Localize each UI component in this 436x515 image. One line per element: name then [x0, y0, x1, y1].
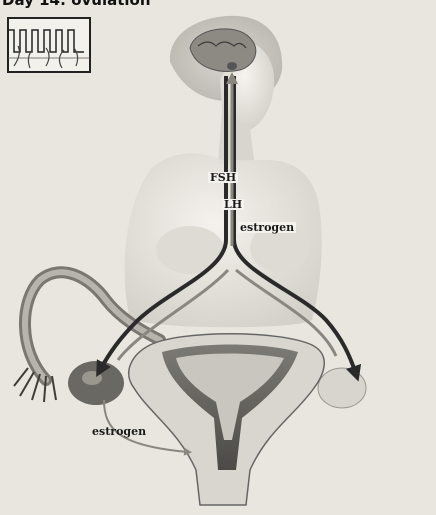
estrogen-label-lower: estrogen: [92, 426, 146, 437]
uterus: [129, 334, 325, 505]
endometrium-inset: [8, 18, 90, 72]
left-ovary-highlight: [82, 371, 102, 385]
estrogen-label-upper: estrogen: [238, 222, 296, 233]
fsh-label: FSH: [208, 172, 238, 183]
lh-label: LH: [222, 199, 244, 210]
right-ovary: [318, 368, 366, 408]
